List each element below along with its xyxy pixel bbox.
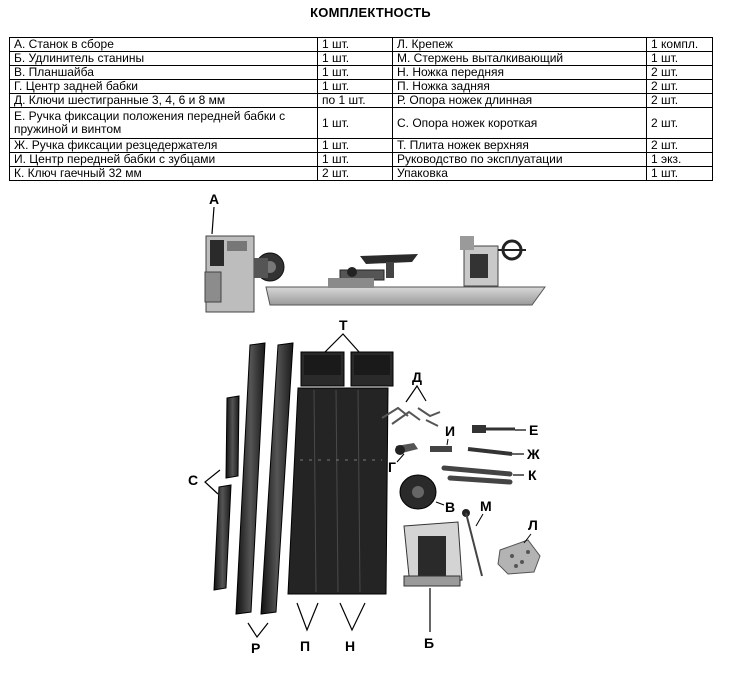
callout-n: Н <box>345 638 355 654</box>
callout-line <box>323 333 361 354</box>
callout-s: С <box>188 472 198 488</box>
table-row: К. Ключ гаечный 32 мм 2 шт. Упаковка 1 ш… <box>9 166 713 181</box>
qty-cell: 1 шт. <box>646 51 713 66</box>
callout-line <box>405 384 427 403</box>
callout-line <box>435 501 445 506</box>
callout-p: П <box>300 638 310 654</box>
qty-cell: 1 шт. <box>317 51 393 66</box>
kit-table: А. Станок в сборе 1 шт. Л. Крепеж 1 комп… <box>9 37 713 181</box>
table-row: Д. Ключи шестигранные 3, 4, 6 и 8 мм по … <box>9 93 713 108</box>
table-row: Г. Центр задней бабки 1 шт. П. Ножка зад… <box>9 79 713 94</box>
callout-line <box>204 469 221 495</box>
faceplate <box>399 474 437 510</box>
table-row: В. Планшайба 1 шт. Н. Ножка передняя 2 ш… <box>9 65 713 80</box>
wrenches <box>441 465 513 485</box>
callout-i: И <box>445 423 455 439</box>
item-cell: Е. Ручка фиксации положения передней баб… <box>9 107 318 139</box>
long-leg-supports <box>235 342 294 615</box>
callout-line <box>475 513 484 527</box>
callout-line <box>296 602 319 632</box>
hex-keys <box>381 406 441 427</box>
leg-panels <box>287 387 389 595</box>
callout-e: Е <box>529 422 538 438</box>
callout-k: К <box>528 467 537 483</box>
callout-line <box>523 533 532 544</box>
hardware-bag <box>497 539 541 575</box>
callout-a: А <box>209 191 219 207</box>
callout-line <box>446 438 449 446</box>
table-row: Ж. Ручка фиксации резцедержателя 1 шт. Т… <box>9 138 713 153</box>
callout-line <box>339 602 366 632</box>
item-cell: К. Ключ гаечный 32 мм <box>9 166 318 181</box>
tailstock-center <box>395 443 418 455</box>
lathe-assembled <box>204 235 546 313</box>
callout-l: Л <box>528 517 538 533</box>
callout-r: Р <box>251 640 260 656</box>
qty-cell: 2 шт. <box>646 107 713 139</box>
spur-center <box>430 446 452 452</box>
callout-b: Б <box>424 635 434 651</box>
callout-line <box>247 622 269 639</box>
qty-cell: 1 шт. <box>317 37 393 52</box>
qty-cell: 1 шт. <box>646 166 713 181</box>
table-row: Е. Ручка фиксации положения передней баб… <box>9 107 713 139</box>
qty-cell: 2 шт. <box>646 138 713 153</box>
callout-zh: Ж <box>526 446 540 462</box>
short-leg-supports <box>213 395 240 591</box>
callout-line <box>396 453 405 463</box>
page-title: КОМПЛЕКТНОСТЬ <box>310 5 431 20</box>
knockout-bar <box>462 509 483 577</box>
callout-v: В <box>445 499 455 515</box>
item-cell: П. Ножка задняя <box>392 79 647 94</box>
callout-line <box>211 206 215 235</box>
table-row: И. Центр передней бабки с зубцами 1 шт. … <box>9 152 713 167</box>
callout-m: М <box>480 498 492 514</box>
item-cell: Упаковка <box>392 166 647 181</box>
headstock-lock-handle <box>472 425 515 433</box>
callout-d: Д <box>412 369 422 385</box>
bed-extension <box>403 521 463 587</box>
tool-rest-lock-handle <box>467 447 513 456</box>
callout-g: Г <box>388 459 396 475</box>
callout-t: Т <box>339 317 348 333</box>
top-leg-plates <box>300 351 394 387</box>
table-row: А. Станок в сборе 1 шт. Л. Крепеж 1 комп… <box>9 37 713 52</box>
qty-cell: 1 шт. <box>317 138 393 153</box>
